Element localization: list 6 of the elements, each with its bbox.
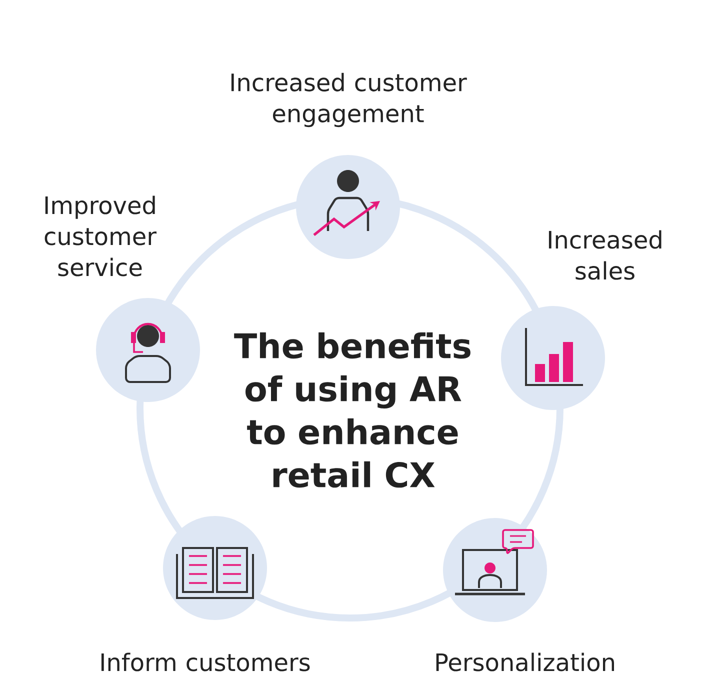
benefit-label: Improved customer service: [44, 196, 156, 276]
benefit-label: Increased customer engagement: [231, 72, 467, 128]
title: The benefits of using AR to enhance retail CX: [234, 332, 470, 488]
benefit-label: Inform customers: [101, 652, 310, 672]
benefit-label: Personalization: [436, 652, 614, 672]
benefit-label: Increased sales: [548, 230, 662, 280]
